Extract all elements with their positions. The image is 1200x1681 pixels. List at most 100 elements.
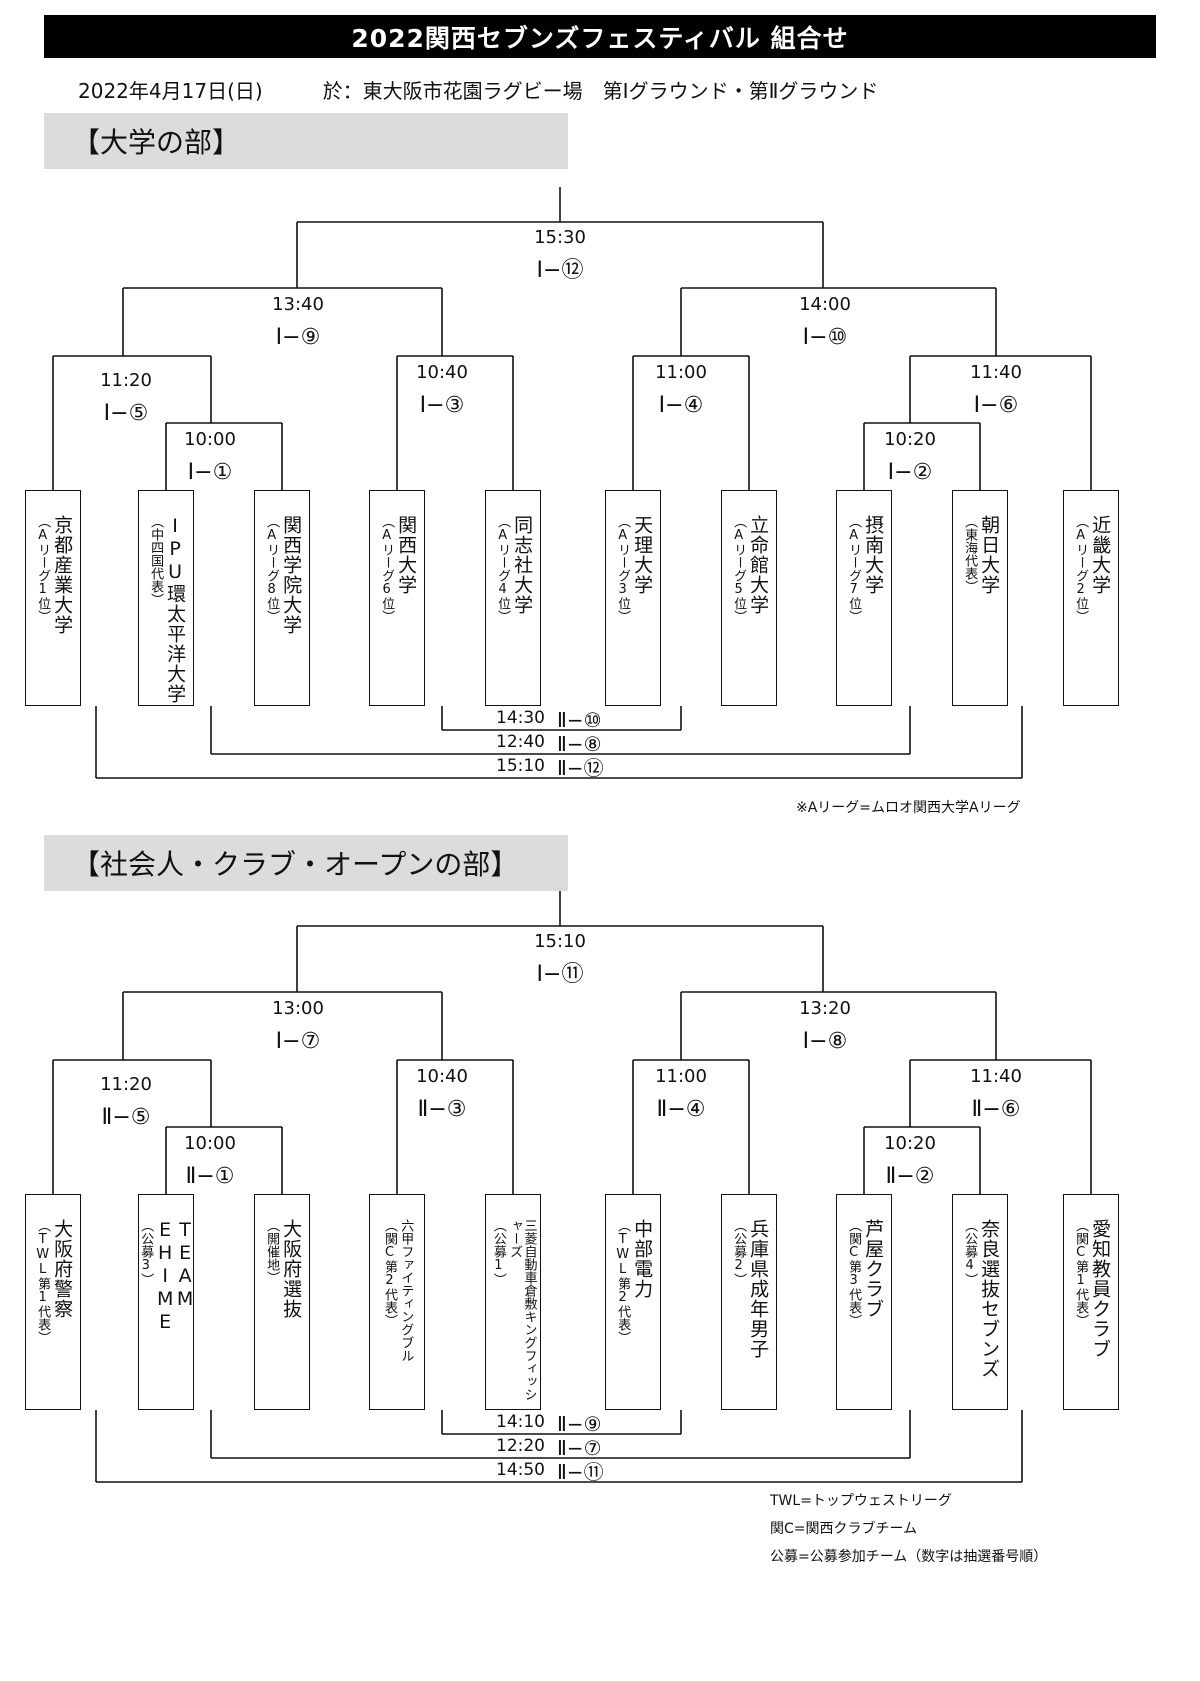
first-round-left-match-time: 10:00 xyxy=(184,1133,236,1154)
team-name: IPU環太平洋大学 xyxy=(164,515,187,704)
first-round-right-match-code: Ⅱ−② xyxy=(885,1164,935,1189)
team-name: 立命館大学 xyxy=(747,515,770,615)
semifinal-right-match-code: Ⅰ−⑧ xyxy=(802,1029,848,1054)
team-note: （Aリーグ3位） xyxy=(615,515,631,623)
team-name: 関西学院大学 xyxy=(280,515,303,635)
team-note: （Aリーグ4位） xyxy=(495,515,511,623)
team-name: 中部電力 xyxy=(631,1219,654,1299)
quarterfinal-4-match-code: Ⅰ−⑥ xyxy=(973,393,1019,418)
team-box: 関西大学（Aリーグ6位） xyxy=(369,490,425,706)
semifinal-right-match-time: 14:00 xyxy=(799,294,851,315)
quarterfinal-3-match-time: 11:00 xyxy=(655,362,707,383)
team-note: （Aリーグ5位） xyxy=(731,515,747,623)
quarterfinal-3-match-code: Ⅱ−④ xyxy=(656,1097,706,1122)
team-note: （公募3） xyxy=(138,1219,154,1286)
quarterfinal-3-match-time: 11:00 xyxy=(655,1066,707,1087)
quarterfinal-4-match-time: 11:40 xyxy=(970,362,1022,383)
team-name: 三菱自動車倉敷キングフィッシャーズ xyxy=(507,1219,537,1401)
semifinal-right-match-time: 13:20 xyxy=(799,998,851,1019)
team-box: 大阪府警察（TWL第1代表） xyxy=(25,1194,81,1410)
team-name: 芦屋クラブ xyxy=(862,1219,885,1319)
team-name: 京都産業大学 xyxy=(51,515,74,635)
section-heading-club: 【社会人・クラブ・オープンの部】 xyxy=(44,835,568,891)
quarterfinal-4-match-time: 11:40 xyxy=(970,1066,1022,1087)
semifinal-left-match-time: 13:00 xyxy=(272,998,324,1019)
quarterfinal-2-match-time: 10:40 xyxy=(416,362,468,383)
team-box: 愛知教員クラブ（関C第1代表） xyxy=(1063,1194,1119,1410)
team-name: 近畿大学 xyxy=(1089,515,1112,595)
event-date: 2022年4月17日(日) xyxy=(78,79,263,103)
team-box: 立命館大学（Aリーグ5位） xyxy=(721,490,777,706)
quarterfinal-2-match-code: Ⅱ−③ xyxy=(417,1097,467,1122)
bracket-university: 京都産業大学（Aリーグ1位）IPU環太平洋大学（中四国代表）関西学院大学（Aリー… xyxy=(0,0,1200,779)
team-box: 兵庫県成年男子（公募2） xyxy=(721,1194,777,1410)
consolation-time: 14:30 xyxy=(496,708,545,728)
bracket-club: 大阪府警察（TWL第1代表）TEAM EHIME（公募3）大阪府選抜（開催地）六… xyxy=(0,0,1200,1483)
first-round-left-match-code: Ⅱ−① xyxy=(185,1164,235,1189)
first-round-left-match-code: Ⅰ−① xyxy=(187,460,233,485)
consolation-time: 12:40 xyxy=(496,732,545,752)
consolation-time: 14:50 xyxy=(496,1460,545,1480)
team-name: 摂南大学 xyxy=(862,515,885,595)
section-heading-university: 【大学の部】 xyxy=(44,113,568,169)
team-note: （関C第3代表） xyxy=(846,1219,862,1327)
team-note: （関C第1代表） xyxy=(1073,1219,1089,1327)
team-box: 同志社大学（Aリーグ4位） xyxy=(485,490,541,706)
team-note: （公募2） xyxy=(731,1219,747,1286)
final-match-time: 15:30 xyxy=(534,227,586,248)
team-name: 天理大学 xyxy=(631,515,654,595)
team-note: （Aリーグ1位） xyxy=(35,515,51,623)
final-match-code: Ⅰ−⑫ xyxy=(536,258,584,283)
team-note: （公募4） xyxy=(962,1219,978,1286)
team-note: （Aリーグ8位） xyxy=(264,515,280,623)
team-box: 朝日大学（東海代表） xyxy=(952,490,1008,706)
consolation-match: 15:10 Ⅱ−⑫ xyxy=(496,756,604,780)
team-box: 近畿大学（Aリーグ2位） xyxy=(1063,490,1119,706)
team-box: 摂南大学（Aリーグ7位） xyxy=(836,490,892,706)
team-box: 天理大学（Aリーグ3位） xyxy=(605,490,661,706)
team-box: 関西学院大学（Aリーグ8位） xyxy=(254,490,310,706)
quarterfinal-1-match-code: Ⅱ−⑤ xyxy=(101,1105,151,1130)
consolation-code: Ⅱ−⑩ xyxy=(557,708,602,732)
quarterfinal-2-match-time: 10:40 xyxy=(416,1066,468,1087)
quarterfinal-1-match-time: 11:20 xyxy=(100,1074,152,1095)
team-name: TEAM EHIME xyxy=(154,1219,197,1334)
footnote-koubo: 公募=公募参加チーム（数字は抽選番号順） xyxy=(770,1549,1048,1565)
event-info: 2022年4月17日(日) 於：東大阪市花園ラグビー場 第Ⅰグラウンド・第Ⅱグラ… xyxy=(78,75,878,104)
quarterfinal-1-match-time: 11:20 xyxy=(100,370,152,391)
team-name: 大阪府選抜 xyxy=(280,1219,303,1319)
semifinal-left-match-time: 13:40 xyxy=(272,294,324,315)
team-name: 六甲ファイティングブル xyxy=(398,1219,414,1362)
team-name: 大阪府警察 xyxy=(51,1219,74,1319)
semifinal-right-match-code: Ⅰ−⑩ xyxy=(802,325,848,350)
consolation-time: 15:10 xyxy=(496,756,545,776)
quarterfinal-2-match-code: Ⅰ−③ xyxy=(419,393,465,418)
team-name: 関西大学 xyxy=(395,515,418,595)
team-box: 三菱自動車倉敷キングフィッシャーズ（公募1） xyxy=(485,1194,541,1410)
team-box: IPU環太平洋大学（中四国代表） xyxy=(138,490,194,706)
consolation-match: 14:30 Ⅱ−⑩ xyxy=(496,708,602,732)
semifinal-left-match-code: Ⅰ−⑦ xyxy=(275,1029,321,1054)
quarterfinal-1-match-code: Ⅰ−⑤ xyxy=(103,401,149,426)
consolation-code: Ⅱ−⑫ xyxy=(557,756,604,780)
team-note: （公募1） xyxy=(490,1219,506,1286)
team-note: （中四国代表） xyxy=(148,515,164,606)
team-box: 京都産業大学（Aリーグ1位） xyxy=(25,490,81,706)
team-box: TEAM EHIME（公募3） xyxy=(138,1194,197,1410)
consolation-code: Ⅱ−⑧ xyxy=(557,732,602,756)
consolation-match: 12:40 Ⅱ−⑧ xyxy=(496,732,602,756)
semifinal-left-match-code: Ⅰ−⑨ xyxy=(275,325,321,350)
final-match-time: 15:10 xyxy=(534,931,586,952)
first-round-right-match-code: Ⅰ−② xyxy=(887,460,933,485)
consolation-time: 14:10 xyxy=(496,1412,545,1432)
team-name: 朝日大学 xyxy=(978,515,1001,595)
team-box: 芦屋クラブ（関C第3代表） xyxy=(836,1194,892,1410)
team-note: （東海代表） xyxy=(962,515,978,593)
team-name: 兵庫県成年男子 xyxy=(747,1219,770,1359)
consolation-time: 12:20 xyxy=(496,1436,545,1456)
quarterfinal-4-match-code: Ⅱ−⑥ xyxy=(971,1097,1021,1122)
team-note: （TWL第1代表） xyxy=(35,1219,51,1344)
team-note: （Aリーグ7位） xyxy=(846,515,862,623)
